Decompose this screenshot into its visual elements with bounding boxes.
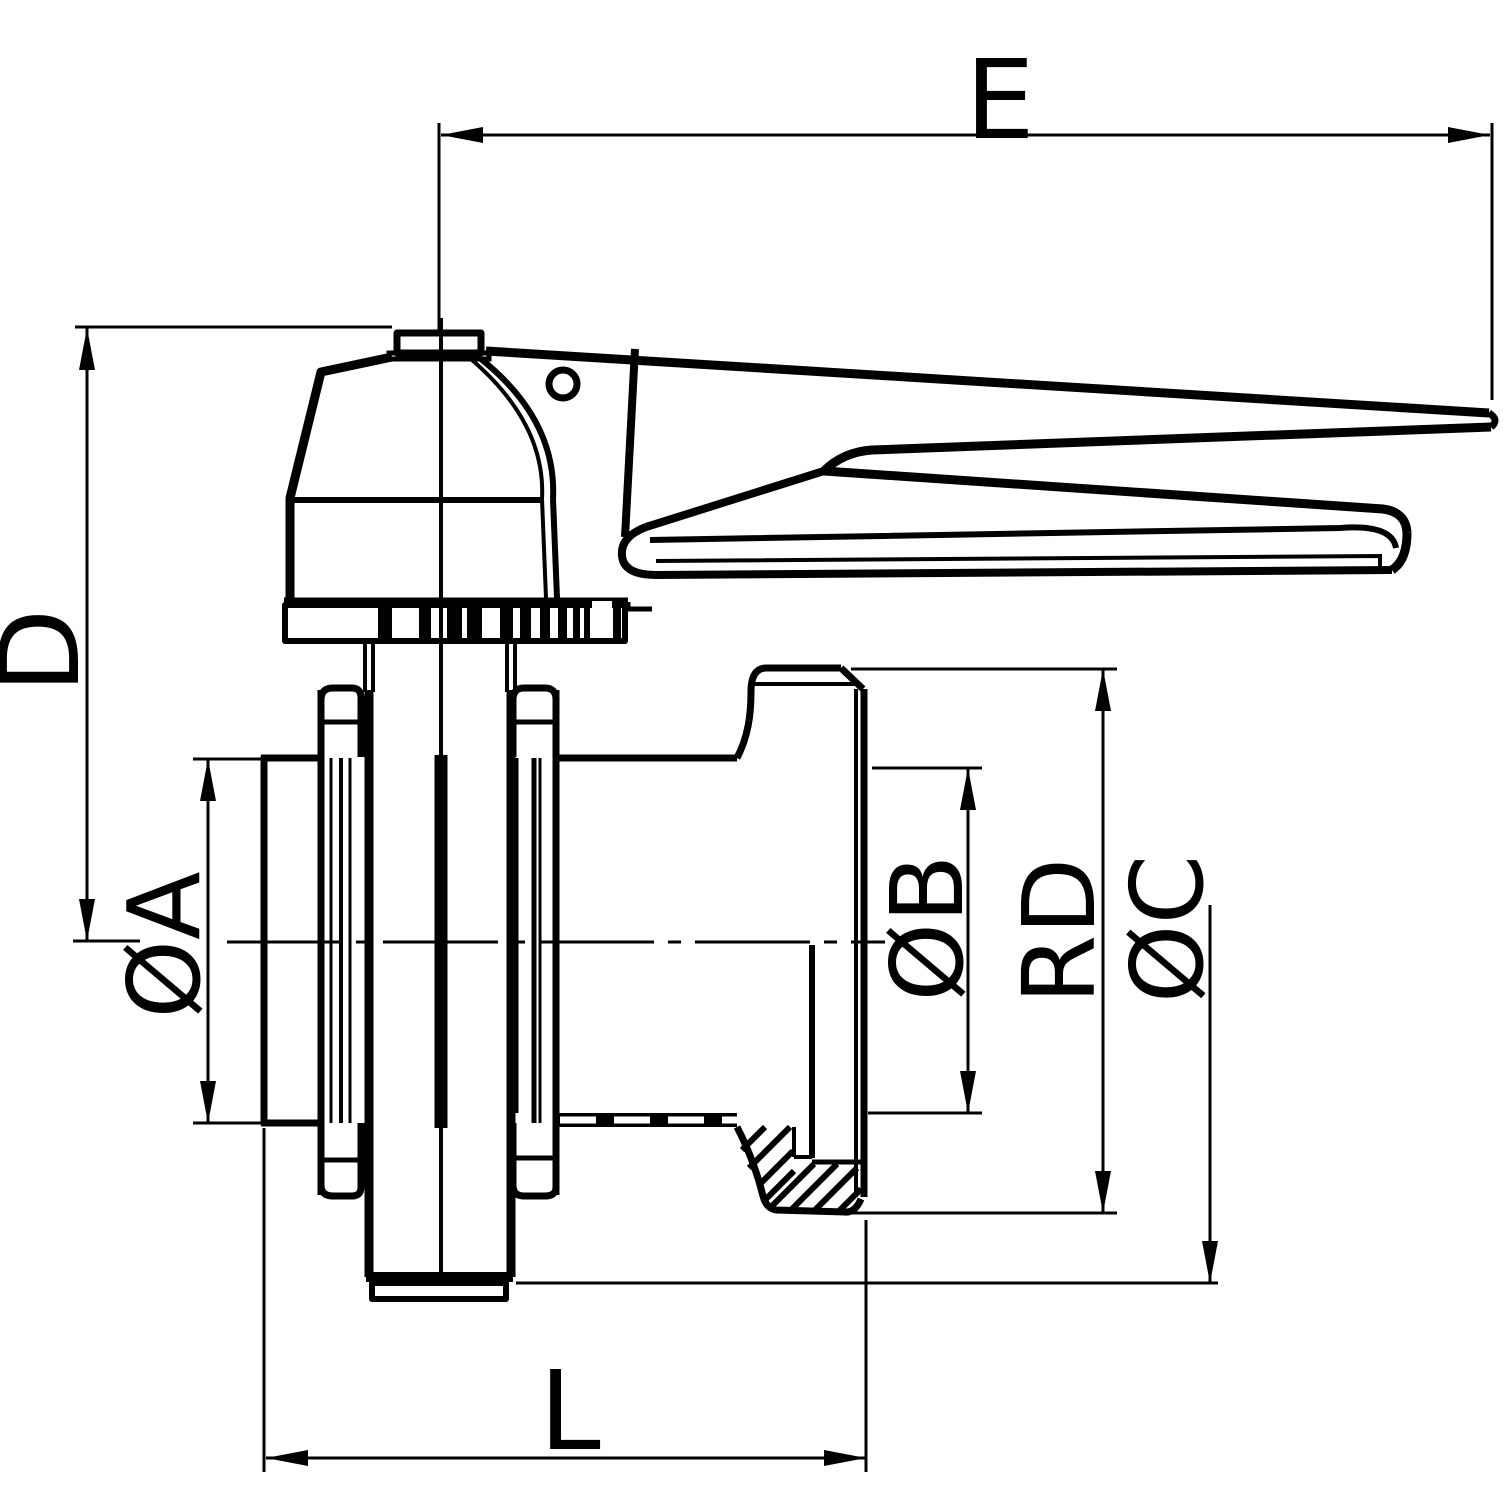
label-b: ØB (869, 854, 986, 1001)
dimension-c: ØC (516, 855, 1226, 1285)
section-hatching (739, 1124, 864, 1215)
label-l: L (539, 1347, 600, 1475)
label-a: ØA (106, 871, 223, 1018)
right-flange (509, 684, 560, 1200)
left-pipe-flange (260, 684, 365, 1200)
label-rd: RD (1001, 858, 1118, 1004)
serrated-band (282, 601, 628, 644)
handle-pivot-hole (545, 366, 581, 402)
right-pipe-ferrule (553, 664, 868, 1216)
dimension-l: L (262, 1128, 868, 1475)
label-c: ØC (1109, 855, 1226, 1004)
label-d: D (0, 609, 104, 694)
dimension-b: ØB (868, 766, 986, 1115)
dimension-a: ØA (106, 757, 266, 1125)
dimension-rd: RD (851, 667, 1118, 1215)
valve-body-column (363, 333, 517, 1302)
label-e: E (965, 36, 1035, 164)
dimension-e: E (437, 36, 1494, 400)
dimension-d: D (0, 325, 392, 943)
